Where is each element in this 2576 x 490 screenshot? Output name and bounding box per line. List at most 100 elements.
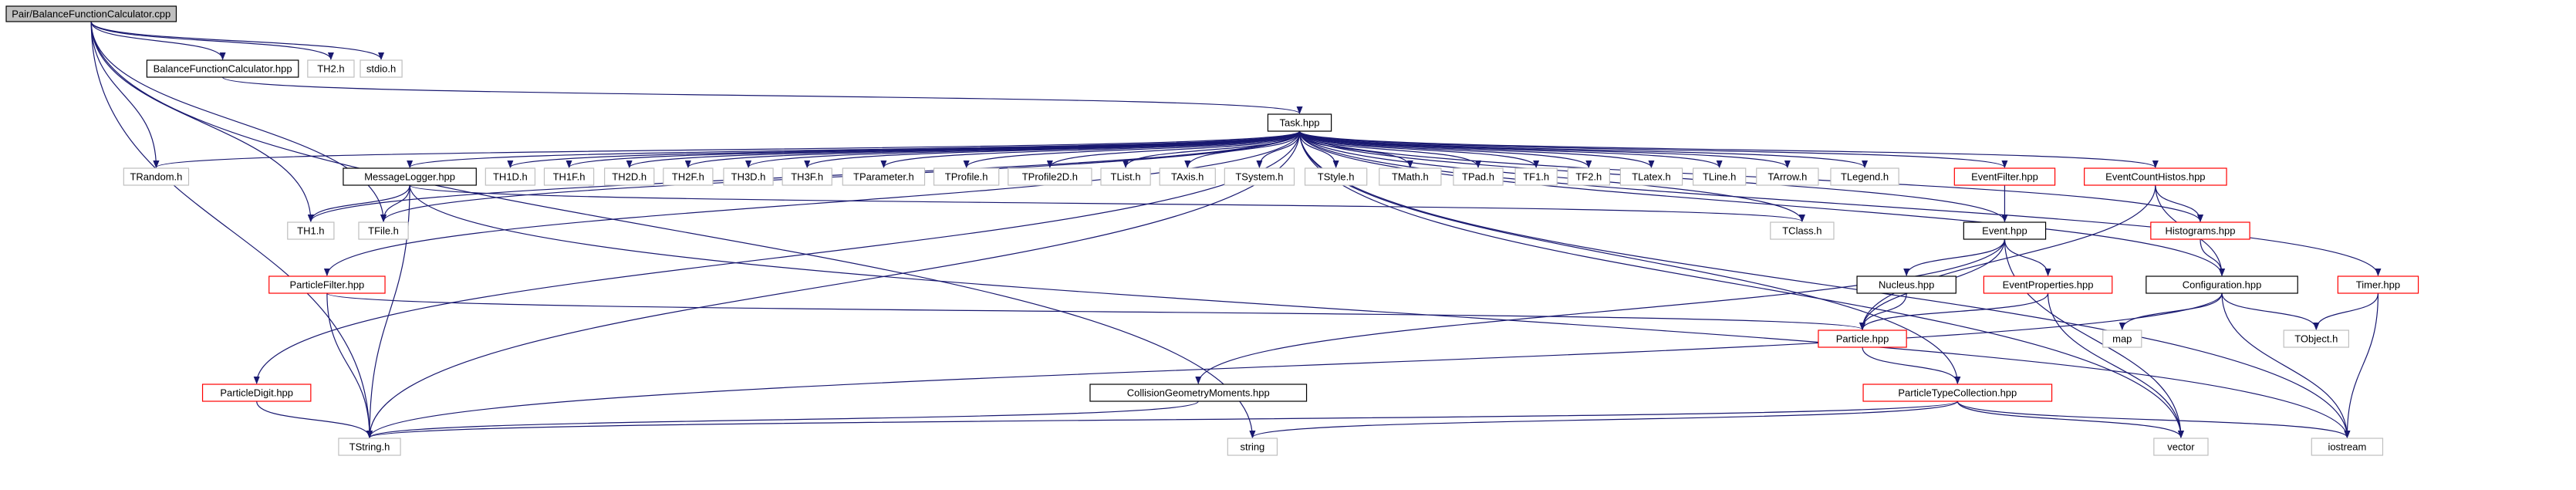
node-label-tmath: TMath.h: [1392, 171, 1429, 183]
node-root[interactable]: Pair/BalanceFunctionCalculator.cpp: [5, 5, 177, 22]
node-box-histos: [2150, 221, 2250, 240]
node-cgm[interactable]: CollisionGeometryMoments.hpp: [1089, 384, 1308, 402]
node-tlist[interactable]: TList.h: [1100, 167, 1151, 186]
node-config[interactable]: Configuration.hpp: [2146, 275, 2298, 294]
node-label-vector: vector: [2167, 441, 2195, 453]
node-particle[interactable]: Particle.hpp: [1818, 329, 1907, 348]
node-tstyle[interactable]: TStyle.h: [1304, 167, 1368, 186]
node-box-vector: [2153, 438, 2209, 456]
node-th2[interactable]: TH2.h: [307, 59, 355, 78]
node-task[interactable]: Task.hpp: [1267, 113, 1332, 132]
node-label-timer: Timer.hpp: [2356, 279, 2400, 291]
edge-timer-to-tobject: [2313, 292, 2379, 330]
node-stdio[interactable]: stdio.h: [360, 59, 403, 78]
node-box-tpad: [1453, 167, 1504, 186]
node-histos[interactable]: Histograms.hpp: [2150, 221, 2250, 240]
node-map[interactable]: map: [2102, 329, 2142, 348]
edge-task-to-tstyle: [1298, 130, 1339, 168]
edge-ptc-to-string: [1249, 400, 1958, 438]
edge-task-to-tlegend: [1298, 130, 1868, 168]
edge-task-to-vector: [1298, 130, 2184, 438]
edge-cgm-to-tstring: [366, 400, 1199, 438]
node-msglog[interactable]: MessageLogger.hpp: [343, 167, 477, 186]
node-tline[interactable]: TLine.h: [1693, 167, 1747, 186]
edge-task-to-tlatex: [1298, 130, 1655, 168]
edge-particle-to-ptc: [1862, 346, 1961, 384]
node-label-tlist: TList.h: [1111, 171, 1141, 183]
node-label-th3f: TH3F.h: [791, 171, 823, 183]
node-iostream[interactable]: iostream: [2311, 438, 2384, 456]
edge-msglog-to-th1: [307, 184, 410, 222]
node-th1[interactable]: TH1.h: [287, 221, 335, 240]
node-ptc[interactable]: ParticleTypeCollection.hpp: [1862, 384, 2053, 402]
node-evfilter[interactable]: EventFilter.hpp: [1953, 167, 2056, 186]
edge-task-to-tstring: [366, 130, 1301, 438]
node-tfile[interactable]: TFile.h: [358, 221, 409, 240]
node-tlatex[interactable]: TLatex.h: [1619, 167, 1683, 186]
node-label-evprops: EventProperties.hpp: [2003, 279, 2094, 291]
edge-root-to-stdio: [90, 21, 384, 60]
node-tclass[interactable]: TClass.h: [1770, 221, 1835, 240]
node-vector[interactable]: vector: [2153, 438, 2209, 456]
node-th1f[interactable]: TH1F.h: [543, 167, 595, 186]
node-pfilter[interactable]: ParticleFilter.hpp: [268, 275, 386, 294]
edge-msglog-to-tfile: [380, 184, 410, 222]
node-label-evfilter: EventFilter.hpp: [1971, 171, 2038, 183]
node-tmath[interactable]: TMath.h: [1379, 167, 1442, 186]
node-taxis[interactable]: TAxis.h: [1159, 167, 1216, 186]
edge-task-to-iostream: [1298, 130, 2351, 438]
node-tobject[interactable]: TObject.h: [2283, 329, 2349, 348]
node-th3d[interactable]: TH3D.h: [723, 167, 774, 186]
node-label-tlegend: TLegend.h: [1841, 171, 1889, 183]
edge-root-to-trandom: [90, 21, 160, 168]
node-tlegend[interactable]: TLegend.h: [1830, 167, 1899, 186]
edge-event-to-evprops: [2004, 238, 2051, 276]
node-th3f[interactable]: TH3F.h: [782, 167, 832, 186]
node-box-tline: [1693, 167, 1747, 186]
edge-task-to-pfilter: [324, 130, 1301, 276]
node-bfc[interactable]: BalanceFunctionCalculator.hpp: [146, 59, 299, 78]
edge-event-to-cgm: [1195, 238, 2006, 384]
node-box-timer: [2337, 275, 2419, 294]
edge-root-to-string: [90, 21, 1256, 438]
node-label-pfilter: ParticleFilter.hpp: [289, 279, 364, 291]
node-label-tobject: TObject.h: [2294, 333, 2338, 345]
node-trandom[interactable]: TRandom.h: [123, 167, 190, 186]
node-label-tstyle: TStyle.h: [1318, 171, 1355, 183]
node-pdigit[interactable]: ParticleDigit.hpp: [201, 384, 312, 402]
node-event[interactable]: Event.hpp: [1963, 221, 2047, 240]
node-evcount[interactable]: EventCountHistos.hpp: [2084, 167, 2227, 186]
node-box-th2f: [663, 167, 714, 186]
node-tpad[interactable]: TPad.h: [1453, 167, 1504, 186]
node-tprofile2d[interactable]: TProfile2D.h: [1008, 167, 1092, 186]
node-evprops[interactable]: EventProperties.hpp: [1983, 275, 2113, 294]
node-label-th2f: TH2F.h: [672, 171, 704, 183]
node-box-pfilter: [268, 275, 386, 294]
edge-task-to-tsystem: [1256, 130, 1301, 168]
edge-task-to-histos: [1298, 130, 2203, 222]
node-th1d[interactable]: TH1D.h: [484, 167, 536, 186]
node-tf1[interactable]: TF1.h: [1514, 167, 1558, 186]
edge-pfilter-to-particle: [326, 292, 1865, 330]
node-nucleus[interactable]: Nucleus.hpp: [1856, 275, 1956, 294]
edge-event-to-nucleus: [1903, 238, 2006, 276]
node-box-msglog: [343, 167, 477, 186]
node-label-iostream: iostream: [2328, 441, 2366, 453]
node-box-th2: [307, 59, 355, 78]
node-label-th3d: TH3D.h: [731, 171, 766, 183]
node-label-th1: TH1.h: [297, 225, 324, 237]
edge-task-to-th3f: [804, 130, 1301, 168]
edge-root-to-th1: [90, 21, 314, 222]
node-tprofile[interactable]: TProfile.h: [933, 167, 1000, 186]
node-tstring[interactable]: TString.h: [338, 438, 401, 456]
node-tf2[interactable]: TF2.h: [1567, 167, 1610, 186]
node-timer[interactable]: Timer.hpp: [2337, 275, 2419, 294]
node-tparameter[interactable]: TParameter.h: [842, 167, 926, 186]
node-string[interactable]: string: [1227, 438, 1278, 456]
edge-task-to-evcount: [1298, 130, 2159, 168]
edge-task-to-tline: [1298, 130, 1723, 168]
node-th2f[interactable]: TH2F.h: [663, 167, 714, 186]
node-tsystem[interactable]: TSystem.h: [1224, 167, 1295, 186]
node-tarrow[interactable]: TArrow.h: [1756, 167, 1819, 186]
node-th2d[interactable]: TH2D.h: [604, 167, 655, 186]
